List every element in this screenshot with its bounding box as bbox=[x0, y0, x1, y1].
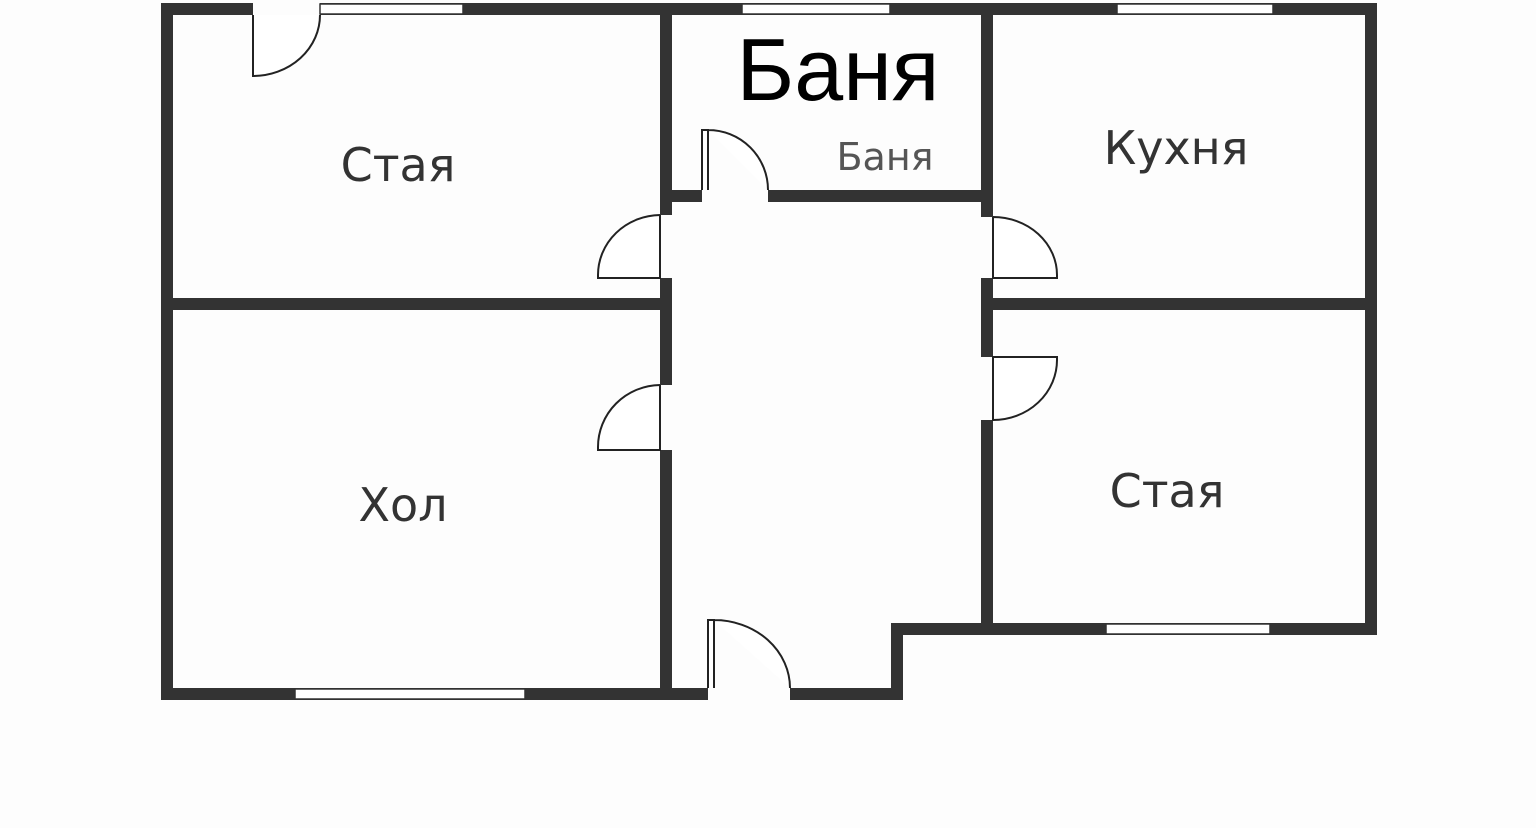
room-label-room-right: Стая bbox=[1110, 464, 1225, 518]
room-label-kitchen: Кухня bbox=[1104, 121, 1249, 175]
door-entrance-top bbox=[252, 14, 321, 78]
door-kitchen bbox=[992, 216, 1058, 279]
room-label-bathroom: Баня bbox=[737, 20, 940, 119]
windows bbox=[294, 3, 1274, 700]
door-room-left bbox=[597, 214, 661, 279]
door-front bbox=[707, 619, 791, 689]
room-label-hall: Хол bbox=[358, 478, 447, 532]
door-hall bbox=[597, 384, 661, 451]
door-room-right bbox=[992, 356, 1058, 422]
doors bbox=[252, 14, 1058, 689]
door-bathroom bbox=[701, 129, 769, 191]
room-label-room: Стая bbox=[341, 138, 456, 192]
room-label-bathroom-underlay: Баня bbox=[836, 135, 933, 179]
